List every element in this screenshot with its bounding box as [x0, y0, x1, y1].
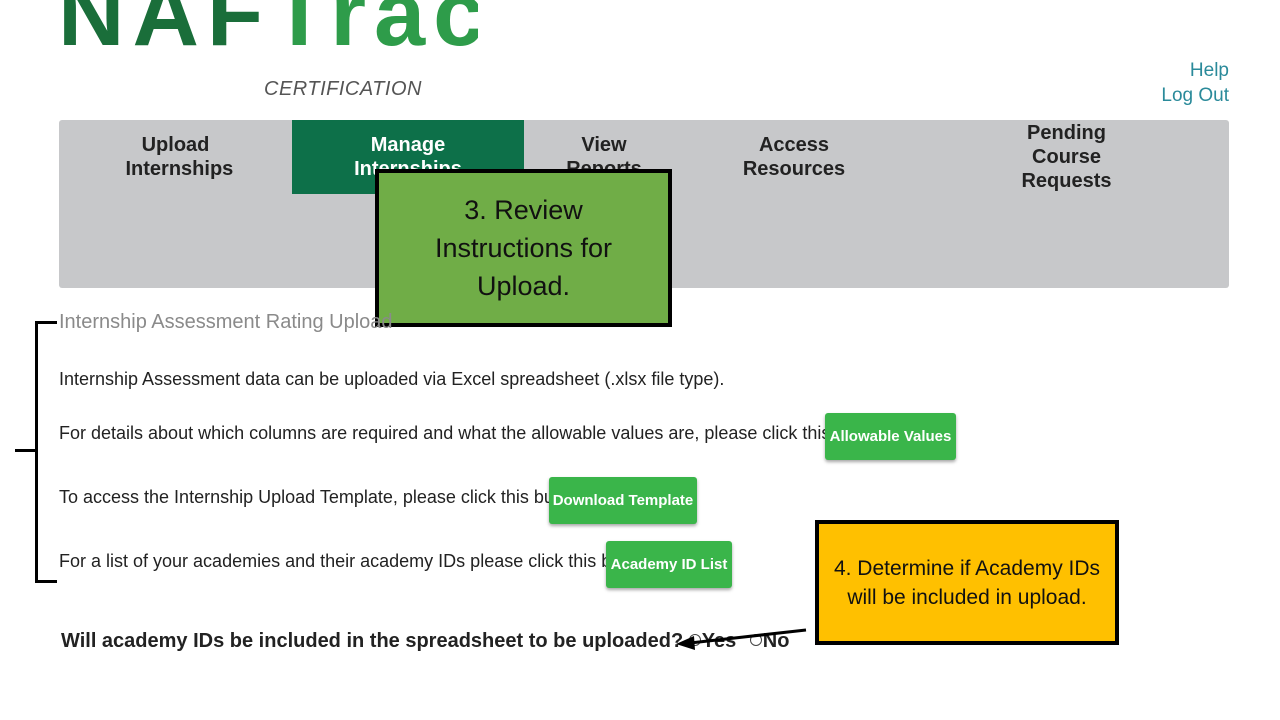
- callout-step-4: 4. Determine if Academy IDs will be incl…: [815, 520, 1119, 645]
- header-links: Help Log Out: [1161, 58, 1229, 108]
- instruction-line-1: Internship Assessment data can be upload…: [59, 369, 725, 389]
- academy-id-list-button[interactable]: Academy ID List: [606, 541, 732, 588]
- callout-step-3-text: 3. Review Instructions for Upload.: [434, 195, 613, 301]
- instruction-bracket: [35, 321, 57, 583]
- instruction-line-2: For details about which columns are requ…: [59, 423, 891, 443]
- nav-access-resources[interactable]: Access Resources: [704, 120, 884, 194]
- logo-subtitle: CERTIFICATION: [264, 78, 422, 100]
- bracket-tick: [15, 449, 36, 452]
- download-template-button[interactable]: Download Template: [549, 477, 697, 524]
- question-text: Will academy IDs be included in the spre…: [61, 630, 684, 652]
- callout-step-3: 3. Review Instructions for Upload.: [375, 169, 672, 327]
- logo: NAFTrack CERTIFICATION: [58, 0, 478, 105]
- section-title: Internship Assessment Rating Upload: [59, 311, 393, 333]
- nav-label: Access Resources: [742, 134, 846, 180]
- arrow-head: [676, 636, 695, 650]
- nav-label: Upload Internships: [125, 134, 234, 180]
- logout-link[interactable]: Log Out: [1161, 85, 1229, 106]
- instruction-line-3: To access the Internship Upload Template…: [59, 487, 589, 507]
- instruction-line-4: For a list of your academies and their a…: [59, 551, 657, 571]
- nav-pending-course-requests[interactable]: Pending Course Requests: [959, 120, 1174, 194]
- nav-label: Pending Course Requests: [1021, 122, 1112, 192]
- logo-mark: NAFTrack: [58, 0, 478, 65]
- nav-upload-internships[interactable]: Upload Internships: [59, 120, 292, 194]
- callout-step-4-text: 4. Determine if Academy IDs will be incl…: [833, 556, 1101, 609]
- arrow-line: [689, 628, 807, 645]
- allowable-values-button[interactable]: Allowable Values: [825, 413, 956, 460]
- help-link[interactable]: Help: [1189, 60, 1229, 81]
